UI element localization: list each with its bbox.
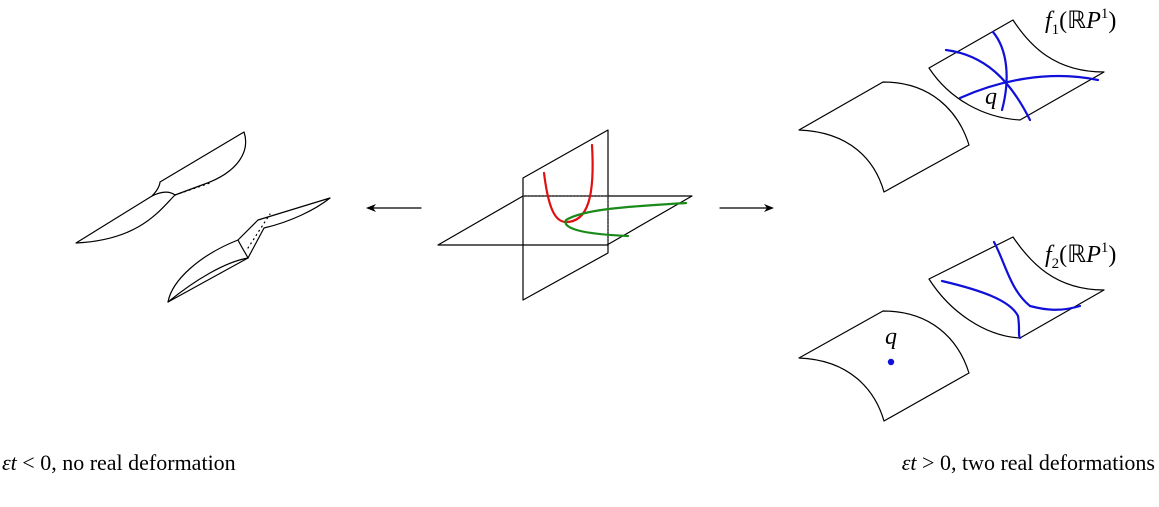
arrow-left: [366, 204, 422, 212]
red-curve: [542, 143, 594, 224]
left-no-real-deformation-surfaces: [75, 131, 331, 303]
top-left-patch: [798, 81, 970, 193]
caption-right: εt > 0, two real deformations: [902, 452, 1155, 474]
f2-blue-curve-b: [992, 240, 1082, 311]
caption-right-symbol: εt: [901, 450, 917, 475]
left-upper-sheet-outline: [75, 131, 247, 244]
caption-left-symbol: εt: [2, 450, 17, 475]
green-curve: [564, 201, 688, 238]
arrow-right: [719, 204, 774, 212]
f1-label: f1(ℝP1): [1045, 6, 1116, 38]
arrow-right-head: [764, 204, 774, 212]
left-upper-sheet-hidden-edge: [174, 182, 211, 196]
left-upper-sheet-fold: [151, 191, 176, 197]
caption-right-text: > 0, two real deformations: [916, 450, 1155, 475]
right-bottom-deformation: q f2(ℝP1): [798, 236, 1116, 422]
left-lower-sheet-fold: [237, 239, 249, 259]
arrow-left-head: [366, 204, 376, 212]
f1-blue-curve-a: [944, 48, 1032, 122]
horizontal-plane: [437, 195, 693, 246]
center-crossing-planes: [437, 129, 693, 301]
q-top-label: q: [985, 84, 997, 110]
left-lower-sheet-underside: [167, 257, 249, 303]
f1-blue-curve-c: [958, 74, 1100, 100]
left-lower-sheet-hidden-edge: [247, 213, 271, 249]
f2-label: f2(ℝP1): [1045, 240, 1116, 272]
q-bottom-label: q: [885, 324, 897, 350]
left-lower-sheet-outline: [167, 197, 331, 303]
q-bottom-point: [887, 358, 895, 366]
right-top-deformation: q f1(ℝP1): [798, 6, 1116, 193]
bottom-right-patch: [928, 236, 1105, 339]
top-right-patch: [928, 19, 1105, 121]
vertical-plane: [522, 129, 609, 301]
f2-blue-curve-a: [940, 279, 1022, 340]
caption-left: εt < 0, no real deformation: [2, 452, 236, 474]
caption-left-text: < 0, no real deformation: [16, 450, 236, 475]
f1-blue-curve-b: [991, 30, 1008, 112]
bottom-left-patch: [798, 310, 970, 422]
